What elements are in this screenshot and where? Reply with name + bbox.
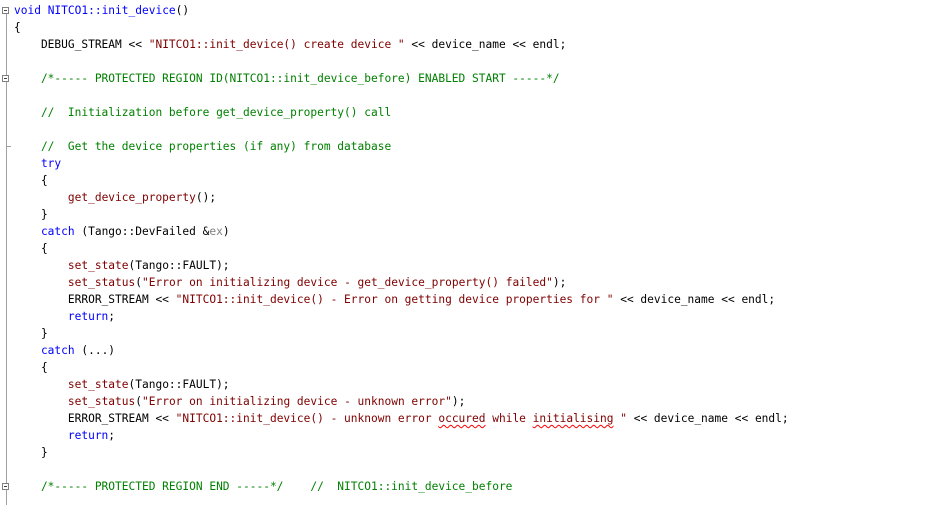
code-line: try [14,155,61,172]
code-token: // Initialization before get_device_prop… [14,106,392,119]
fold-gutter [0,0,12,505]
code-token: ) [222,225,230,238]
code-token: void [14,4,48,17]
code-line: set_status("Error on initializing device… [14,274,566,291]
code-line: { [14,240,48,257]
code-token: { [14,361,48,374]
code-token: ( [135,276,142,289]
code-token: " [613,412,627,425]
code-token: () [175,4,190,17]
code-token: NITCO1::init_device [47,4,176,17]
code-token: { [14,174,48,187]
code-token: } [14,208,48,221]
code-token: ERROR_STREAM << [14,412,176,425]
code-token: ERROR_STREAM << [14,293,176,306]
spelling-error-token: initialising [532,412,614,425]
code-line: return; [14,308,115,325]
code-token: ; [108,429,116,442]
code-token: "NITCO1::init_device() - unknown error [175,412,439,425]
code-token: return [14,429,109,442]
code-line: } [14,325,48,342]
code-line: set_status("Error on initializing device… [14,393,465,410]
code-line: set_state(Tango::FAULT); [14,257,230,274]
code-line: return; [14,427,115,444]
code-line: void NITCO1::init_device() [14,2,189,19]
code-token: ( [135,395,142,408]
code-token: << device_name << endl; [613,293,776,306]
code-line: set_state(Tango::FAULT); [14,376,230,393]
code-line: } [14,206,48,223]
code-line: // Get the device properties (if any) fr… [14,138,391,155]
code-token: ); [552,276,567,289]
code-token: return [14,310,109,323]
code-token: while [485,412,533,425]
code-token: ex [209,225,223,238]
code-token: "Error on initializing device - unknown … [142,395,452,408]
code-token: "NITCO1::init_device() - Error on gettin… [175,293,614,306]
code-line: ERROR_STREAM << "NITCO1::init_device() -… [14,410,789,427]
code-token: set_state [67,378,129,391]
code-token: (); [195,191,217,204]
code-token: /*----- PROTECTED REGION END -----*/ // … [14,480,513,493]
code-token: ; [108,310,116,323]
code-line: { [14,19,21,36]
fold-collapse-icon[interactable] [2,7,9,14]
code-token [14,378,68,391]
code-token: /*----- PROTECTED REGION ID(NITCO1::init… [14,72,560,85]
code-token [14,276,68,289]
code-token: (Tango::FAULT); [128,259,230,272]
code-token [14,395,68,408]
code-token: catch [14,225,75,238]
code-token: (Tango::DevFailed & [74,225,210,238]
code-line: DEBUG_STREAM << "NITCO1::init_device() c… [14,36,566,53]
code-token: (...) [74,344,116,357]
code-line: catch (Tango::DevFailed &ex) [14,223,230,240]
spelling-error-token: occured [438,412,486,425]
code-token [14,191,68,204]
fold-line [6,14,7,505]
fold-collapse-icon[interactable] [2,75,9,82]
code-line: /*----- PROTECTED REGION END -----*/ // … [14,478,513,495]
code-line: catch (...) [14,342,115,359]
code-line: { [14,359,48,376]
code-token: set_state [67,259,129,272]
code-line: get_device_property(); [14,189,216,206]
code-token [14,259,68,272]
code-token: (Tango::FAULT); [128,378,230,391]
code-token: get_device_property [67,191,196,204]
code-token: DEBUG_STREAM << [14,38,149,51]
code-line: { [14,172,48,189]
fold-end-tick [6,146,11,147]
fold-collapse-icon[interactable] [2,483,9,490]
code-token: << device_name << endl; [626,412,789,425]
code-token: "NITCO1::init_device() create device " [148,38,405,51]
code-line: ERROR_STREAM << "NITCO1::init_device() -… [14,291,775,308]
code-token: catch [14,344,75,357]
code-token: } [14,446,48,459]
code-token: "Error on initializing device - get_devi… [142,276,553,289]
code-line: // Initialization before get_device_prop… [14,104,391,121]
code-token: ); [451,395,466,408]
code-token: { [14,21,21,34]
code-token: set_status [67,395,136,408]
code-token: << device_name << endl; [404,38,567,51]
code-line: /*----- PROTECTED REGION ID(NITCO1::init… [14,70,560,87]
code-token: { [14,242,48,255]
code-token: } [14,327,48,340]
code-token: // Get the device properties (if any) fr… [14,140,392,153]
code-line: } [14,444,48,461]
code-token: try [14,157,62,170]
code-token: set_status [67,276,136,289]
